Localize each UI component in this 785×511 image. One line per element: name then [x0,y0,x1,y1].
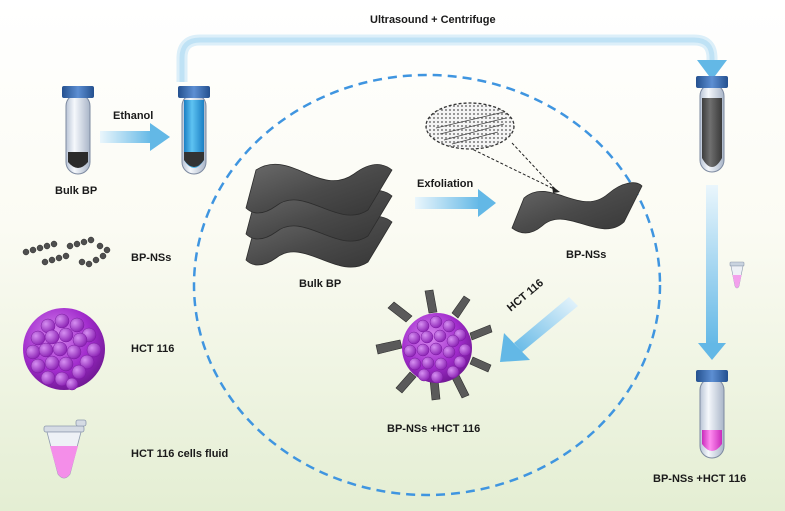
final-tube [696,370,728,459]
bulk-bp-tube [62,86,94,175]
right-vertical-arrow [698,185,726,360]
exfoliation-arrow [415,189,496,217]
legend-cells-fluid-label: HCT 116 cells fluid [131,448,229,460]
hct116-legend-cell-icon [23,308,105,391]
bp-nss-legend-icon [22,236,111,268]
bulk-bp-tube-label: Bulk BP [55,185,98,197]
ethanol-tube [178,86,210,175]
suspension-tube [696,76,728,173]
process-boundary-ellipse [192,73,662,497]
ethanol-arrow [100,123,170,151]
legend-hct116-label: HCT 116 [131,343,175,355]
bp-nanosheet [511,182,643,234]
atomic-lattice-zoom [425,102,560,193]
bulk-bp-stack [245,163,393,268]
legend-bp-nss-label: BP-NSs [131,252,172,264]
complex-right-label: BP-NSs +HCT 116 [653,473,747,485]
bp-nss-center-label: BP-NSs [566,249,607,261]
ethanol-label: Ethanol [113,110,154,122]
bp-nss-hct116-complex [375,289,493,401]
complex-center-label: BP-NSs +HCT 116 [387,423,481,435]
hct-diagonal-arrow [500,297,578,362]
exfoliation-label: Exfoliation [417,178,474,190]
bulk-bp-center-label: Bulk BP [299,278,342,290]
small-microtube-icon [729,261,745,289]
cells-fluid-legend-microtube-icon [43,419,87,479]
ultrasound-centrifuge-label: Ultrasound + Centrifuge [370,14,496,26]
top-process-arrow [176,34,727,82]
